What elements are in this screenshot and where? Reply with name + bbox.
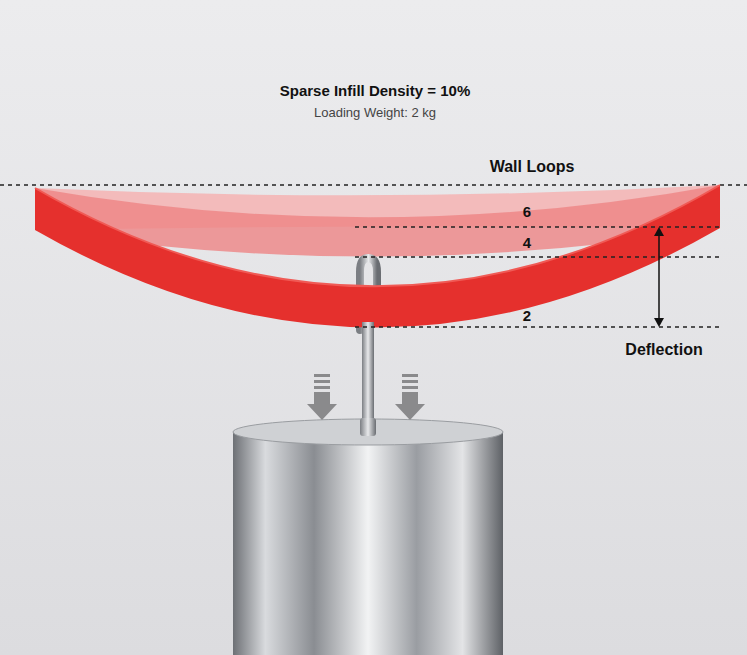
arrow-head xyxy=(654,318,664,327)
level-line xyxy=(355,326,722,328)
weight-eye xyxy=(360,418,376,436)
load-arrows xyxy=(307,374,425,420)
reference-line xyxy=(0,184,747,186)
level-number: 2 xyxy=(523,307,531,324)
weight xyxy=(233,432,503,655)
level-number: 6 xyxy=(523,203,531,220)
axis-label: Wall Loops xyxy=(490,158,575,176)
subtitle: Loading Weight: 2 kg xyxy=(314,105,436,120)
deflection-arrow xyxy=(658,235,660,319)
arrow-head xyxy=(654,227,664,236)
level-line xyxy=(355,226,722,228)
title: Sparse Infill Density = 10% xyxy=(280,82,471,99)
beam-edge xyxy=(35,185,720,286)
level-line xyxy=(355,256,722,258)
level-number: 4 xyxy=(523,234,531,251)
axis-label: Deflection xyxy=(625,341,702,359)
weight-top xyxy=(233,419,503,445)
beam-2-loops xyxy=(35,185,720,328)
